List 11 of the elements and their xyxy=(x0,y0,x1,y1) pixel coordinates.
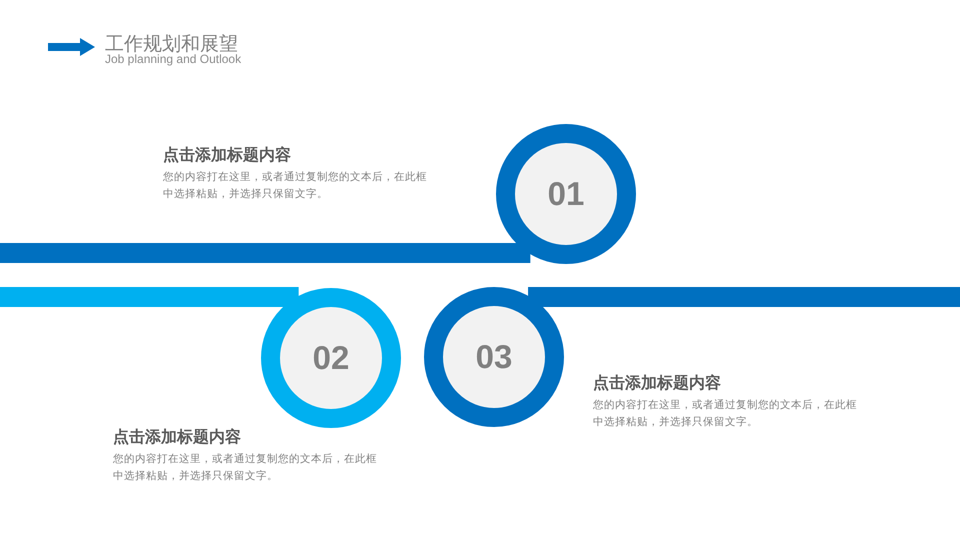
subtitle: Job planning and Outlook xyxy=(105,52,242,66)
heading: 点击添加标题内容 xyxy=(163,145,291,166)
heading: 点击添加标题内容 xyxy=(113,427,241,448)
title: 工作规划和展望 xyxy=(105,33,238,55)
paragraph: 您的内容打在这里，或者通过复制您的文本后，在此框中选择粘贴，并选择只保留文字。 xyxy=(593,398,858,430)
number-circle: 01 xyxy=(496,124,636,264)
paragraph: 您的内容打在这里，或者通过复制您的文本后，在此框中选择粘贴，并选择只保留文字。 xyxy=(113,452,378,484)
paragraph: 您的内容打在这里，或者通过复制您的文本后，在此框中选择粘贴，并选择只保留文字。 xyxy=(163,170,428,202)
number-circle: 03 xyxy=(424,287,564,427)
number-circle: 02 xyxy=(261,288,401,428)
heading: 点击添加标题内容 xyxy=(593,373,721,394)
